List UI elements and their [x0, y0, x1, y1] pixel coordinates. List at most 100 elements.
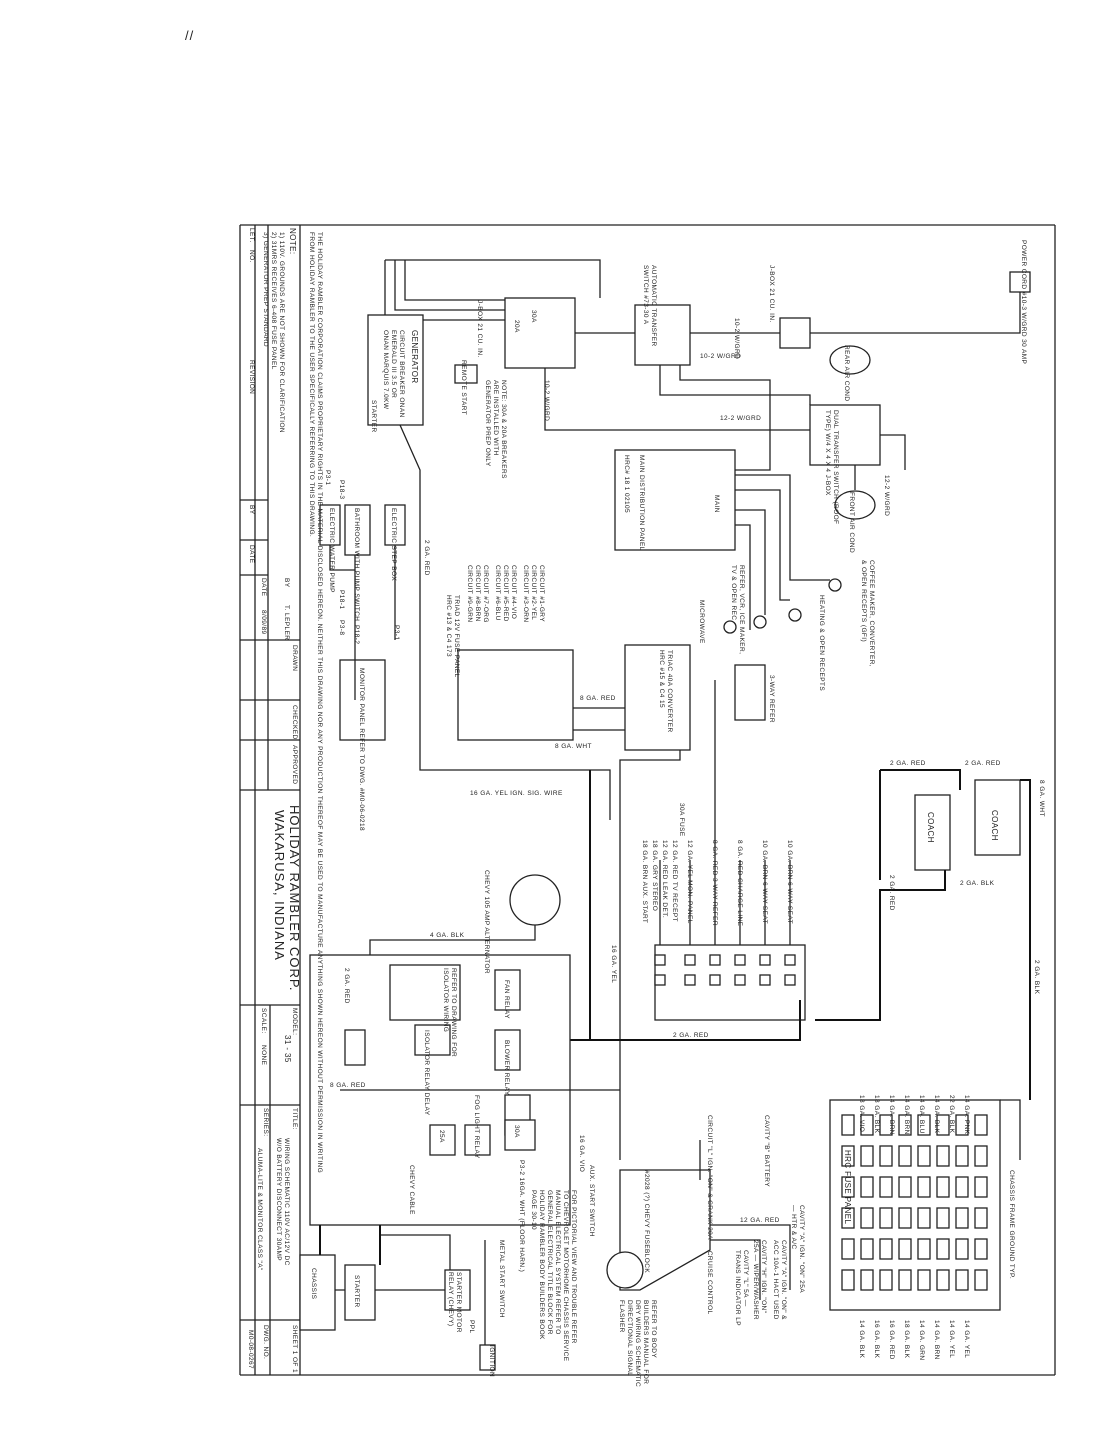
remote-start-label: REMOTE START	[460, 360, 467, 415]
hrc-fuse-slot	[955, 1269, 969, 1291]
wire-label: 2 GA. RED	[673, 1032, 709, 1039]
fuse-line-label: 10 GA. BRN 6-WAY SEAT	[786, 840, 793, 924]
title-block-field: SHEET 1 OF 1	[291, 1325, 298, 1373]
alternator-label: CHEVY 105 AMP ALTERNATOR	[483, 870, 490, 974]
cavity-label: CAVITY "B" BATTERY	[763, 1115, 770, 1187]
hrc-fuse-slot	[841, 1238, 855, 1260]
hrc-fuse-slot	[936, 1145, 950, 1167]
circuit-label: CIRCUIT #5-RED	[502, 565, 509, 622]
wire-label: 16 GA. VIO	[578, 1135, 585, 1172]
monitor-label: MONITOR PANEL REFER TO DWG. #M0-06-0218	[358, 668, 365, 831]
hrc-fuse-slot	[879, 1269, 893, 1291]
fog-relay: FOG LIGHT RELAY	[473, 1095, 480, 1159]
note-3: 3) GENERATOR PREP STANDARD	[262, 232, 269, 347]
fuse12-label: TRIAD 12V FUSE PANELHRC #13 & C4 173	[445, 595, 460, 678]
harness-label: P3-2 16GA. WHT (FLOOR HARN.)	[518, 1160, 525, 1272]
hrc-fuse-slot	[841, 1207, 855, 1229]
note-1: 1) 110V. GROUNDS ARE NOT SHOWN FOR CLARI…	[278, 232, 285, 433]
pin-label: P3-1	[324, 470, 331, 485]
outlet-label: REFER, VCR, ICE MAKER,TV & OPEN REC.	[730, 565, 745, 654]
circuit-label: CIRCUIT #2-YEL	[530, 565, 537, 620]
hrc-fuse-slot	[917, 1176, 931, 1198]
refer-to-label: REFER TO DRAWING FORISOLATOR WIRING	[442, 968, 457, 1057]
fuse-terminal	[684, 954, 696, 966]
hrc-fuse-slot	[974, 1145, 988, 1167]
main-panel-ref: HRC# 18 1 02105	[623, 455, 630, 513]
hrc-wire-label: 18 GA. VIO	[858, 1095, 865, 1132]
refer-label: 3-WAY REFER	[768, 675, 775, 723]
pin-label: P18-2	[353, 625, 360, 644]
rear-ac-label: REAR AIR COND	[843, 345, 850, 402]
hrc-wire-label: 14 GA. BLK	[858, 1320, 865, 1359]
power-cord-label: POWER CORD #10-3 W/GRD 30 AMP	[1020, 240, 1027, 364]
hrc-wire-label: 14 GA. BRN	[903, 1095, 910, 1135]
hrc-fuse-slot	[898, 1176, 912, 1198]
wire-label: 8 GA. RED	[580, 695, 616, 702]
hrc-fuse-slot	[974, 1238, 988, 1260]
hrc-wire-label: 22 GA. BLK	[948, 1095, 955, 1134]
title-block-field: BY	[248, 505, 255, 515]
hrc-fuse-slot	[974, 1207, 988, 1229]
title-block-field: NONE	[260, 1045, 267, 1066]
hrc-fuse-slot	[860, 1176, 874, 1198]
fuse-30a: 30A	[513, 1125, 520, 1138]
outlet-label: MICROWAVE	[698, 600, 705, 644]
circuit-label: CIRCUIT #8-BRN	[474, 565, 481, 622]
title-block-field: APPROVED	[291, 745, 298, 784]
wire-label: 8 GA. RED	[330, 1082, 366, 1089]
hrc-fuse-slot	[841, 1114, 855, 1136]
frame-ground-label: CHASSIS FRAME GROUND TYP.	[1008, 1170, 1015, 1279]
hrc-wire-label: 14 GA. BRN	[933, 1320, 940, 1360]
chevy-fuse-label: #2028 (?) CHEVY FUSEBLOCK	[643, 1170, 650, 1273]
wire-label: 16 GA. YEL	[610, 945, 617, 983]
notes-heading: NOTE:	[288, 228, 297, 254]
wire-label: CHEVY CABLE	[408, 1165, 415, 1215]
hrc-fuse-slot	[860, 1207, 874, 1229]
hrc-fuse-slot	[955, 1207, 969, 1229]
hrc-fuse-slot	[917, 1238, 931, 1260]
hrc-fuse-slot	[898, 1238, 912, 1260]
title-block-field: DATE	[248, 545, 255, 564]
hrc-fuse-slot	[879, 1176, 893, 1198]
ppl-label: PPL	[468, 1320, 475, 1334]
cavity-label: CAVITY "L" 5A —TRANS INDICATOR LP	[734, 1250, 749, 1326]
fuse-terminal	[734, 954, 746, 966]
title-block-field: ALUMA-LITE & MONITOR CLASS "A"	[256, 1148, 263, 1271]
hrc-fuse-slot	[860, 1114, 874, 1136]
fuse-line-label: 12 GA. RED LEAK DET.	[661, 840, 668, 918]
hrc-fuse-slot	[860, 1238, 874, 1260]
hrc-fuse-slot	[936, 1207, 950, 1229]
title-block-field: MODEL:	[291, 1008, 298, 1035]
metal-start-label: METAL START SWITCH	[498, 1240, 505, 1318]
title-block-field: M0-08-0267	[247, 1330, 254, 1369]
fuse-terminal	[684, 974, 696, 986]
hrc-wire-label: 14 GA. BLK	[933, 1095, 940, 1134]
hrc-fuse-slot	[917, 1145, 931, 1167]
hrc-fuse-slot	[974, 1114, 988, 1136]
corner-mark: //	[185, 28, 194, 43]
transfer-switch-label: AUTOMATIC TRANSFERSWITCH #73-30 A	[642, 265, 657, 347]
fuse-terminal	[709, 974, 721, 986]
hrc-fuse-slot	[898, 1269, 912, 1291]
hrc-fuse-slot	[879, 1207, 893, 1229]
fuse-30a: 30A FUSE	[678, 803, 685, 837]
hrc-fuse-slot	[936, 1238, 950, 1260]
hrc-fuse-slot	[898, 1145, 912, 1167]
pin-label: P18-1	[338, 590, 345, 609]
hrc-wire-label: 14 GA. GRN	[918, 1320, 925, 1360]
hrc-fuse-slot	[841, 1145, 855, 1167]
hrc-fuse-slot	[841, 1176, 855, 1198]
generator-sub: CIRCUIT BREAKER ONANEMERALD III 3.5 ORON…	[382, 330, 405, 418]
fuse-terminal	[709, 954, 721, 966]
outlet-label: COFFEE MAKER, CONVERTER,& OPEN RECEPTS (…	[860, 560, 875, 667]
hrc-wire-label: 16 GA. BLK	[873, 1320, 880, 1359]
hrc-fuse-slot	[936, 1114, 950, 1136]
hrc-wire-label: 18 GA. BLK	[903, 1320, 910, 1359]
generator-note: NOTE: 30A & 20A BREAKERSARE INSTALLED WI…	[484, 380, 507, 479]
fuse-25a: 25A	[438, 1130, 445, 1143]
drawing-frame	[239, 224, 1056, 1376]
title-block-title: WIRING SCHEMATIC 110V AC/12V DCW/O BATTE…	[275, 1138, 290, 1266]
wire-label: 4 GA. BLK	[430, 932, 465, 939]
fan-relay: FAN RELAY	[503, 980, 510, 1019]
hrc-fuse-slot	[879, 1145, 893, 1167]
